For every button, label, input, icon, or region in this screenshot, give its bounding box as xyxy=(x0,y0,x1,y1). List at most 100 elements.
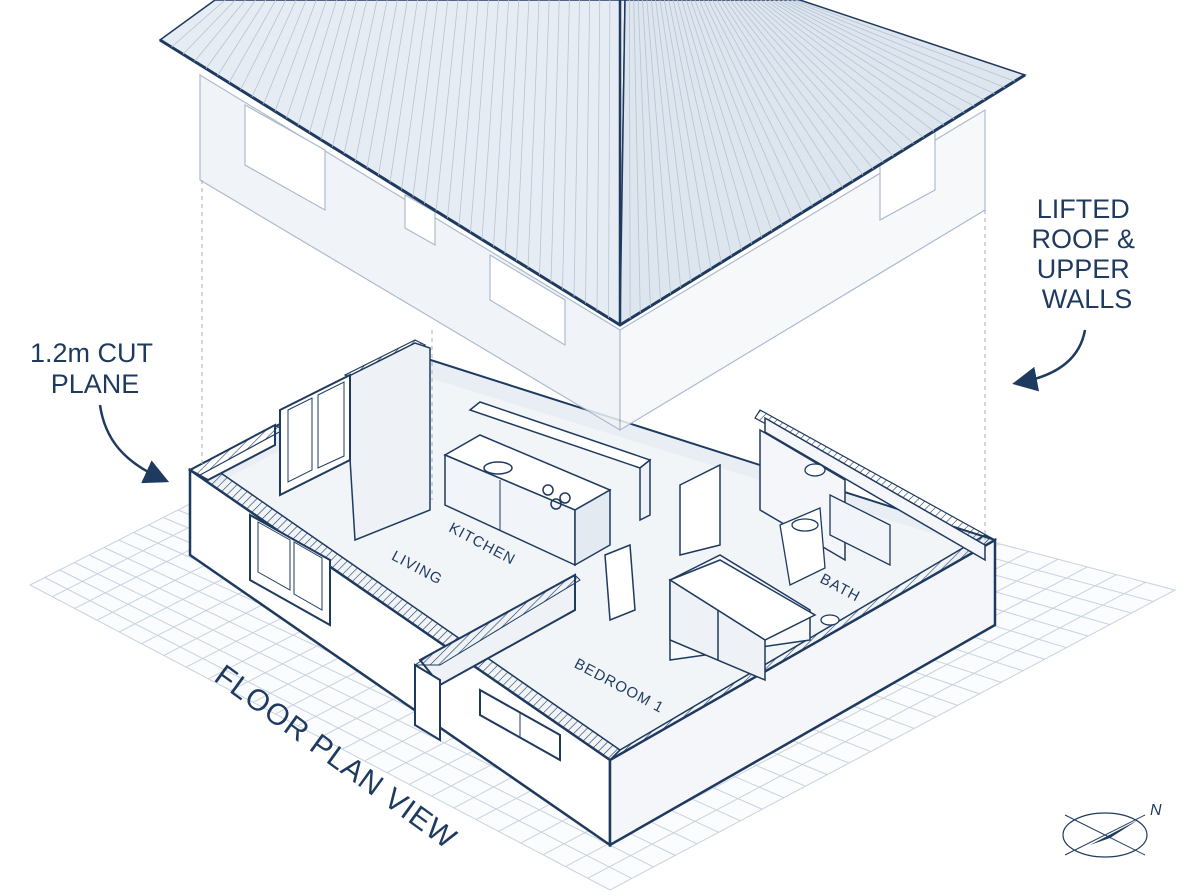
roof-rib xyxy=(681,0,753,244)
roof-rib xyxy=(738,0,884,163)
roof-rib xyxy=(470,0,489,233)
cut-plane-line-1: 1.2m CUT xyxy=(30,338,153,368)
roof-rib xyxy=(716,0,833,194)
roof-rib xyxy=(672,0,732,257)
roof-rib xyxy=(747,0,904,151)
roof-rib xyxy=(659,0,702,276)
roof-rib xyxy=(795,0,1016,82)
north-window xyxy=(279,373,351,497)
north-compass: N xyxy=(1062,802,1162,858)
roof-rib xyxy=(573,0,580,297)
roof-rib xyxy=(389,0,418,183)
upper-walls xyxy=(199,73,986,432)
roof-rib xyxy=(562,0,570,290)
roof-rib xyxy=(769,0,955,120)
lifted-roof-callout: LIFTED ROOF & UPPER WALLS xyxy=(1012,194,1142,392)
cut-plane-line-2: PLANE xyxy=(51,369,140,399)
roof-rib xyxy=(734,0,874,170)
roof xyxy=(158,0,1027,327)
roof-rib xyxy=(401,0,429,190)
roof-rib xyxy=(240,0,287,91)
roof-rib xyxy=(777,0,975,107)
roof-rib xyxy=(699,0,793,219)
roof-rib xyxy=(217,0,266,76)
roof-rib xyxy=(729,0,864,176)
bedroom-window xyxy=(479,688,561,762)
roof-rib xyxy=(786,0,995,95)
roof-rib xyxy=(608,0,611,318)
exterior-wall-north xyxy=(187,339,431,542)
roof-rib xyxy=(447,0,469,219)
grid-line xyxy=(587,581,1147,879)
lifted-roof-line-4: WALLS xyxy=(1042,284,1133,314)
lifted-roof-arrow xyxy=(1012,329,1087,392)
roof-rib xyxy=(309,0,348,133)
roof-rib xyxy=(596,0,601,311)
roof-rib xyxy=(628,0,631,319)
wardrobe xyxy=(668,559,817,682)
compass-north-label: N xyxy=(1150,802,1162,819)
roof-rib xyxy=(366,0,398,169)
roof-rib xyxy=(677,0,742,251)
kitchen-counter xyxy=(443,434,612,567)
roof-rib xyxy=(320,0,358,140)
roof-rib xyxy=(378,0,408,176)
roof-rib xyxy=(297,0,337,126)
lifted-roof-line-3: UPPER xyxy=(1037,254,1130,284)
roof-rib xyxy=(712,0,823,201)
roof-rib xyxy=(764,0,945,126)
roof-rib xyxy=(182,0,236,55)
roof-rib xyxy=(493,0,510,247)
roof-rib xyxy=(585,0,591,304)
roof-rib xyxy=(637,0,651,307)
roof-rib xyxy=(171,0,226,48)
svg-text:LIFTED ROOF & UPPE: LIFTED ROOF & UPPER WALLS xyxy=(1031,194,1142,314)
roof-rib xyxy=(751,0,914,145)
lifted-roof-line-1: LIFTED xyxy=(1037,194,1130,224)
roof-rib xyxy=(274,0,317,112)
svg-text:1.2m CUT PLANE: 1.2m CUT PLANE xyxy=(30,338,160,399)
roof-rib xyxy=(646,0,672,294)
exterior-wall-south xyxy=(608,534,997,848)
bath-fixtures xyxy=(779,463,891,626)
roof-rib xyxy=(343,0,378,155)
door-post xyxy=(604,543,636,622)
roof-rib xyxy=(550,0,560,283)
roof-rib xyxy=(355,0,388,162)
roof-rib xyxy=(481,0,499,240)
compass-needle-icon xyxy=(1090,820,1138,845)
roof-rib xyxy=(516,0,530,261)
living-window xyxy=(249,513,331,627)
cut-plane-callout: 1.2m CUT PLANE xyxy=(30,338,170,484)
roof-rib xyxy=(435,0,459,212)
roof-rib xyxy=(412,0,439,197)
roof-rib xyxy=(690,0,773,232)
roof-rib xyxy=(668,0,722,263)
projection-lines xyxy=(201,180,986,540)
roof-rib xyxy=(424,0,449,204)
roof-rib xyxy=(527,0,540,269)
roof-rib xyxy=(742,0,894,157)
roof-rib xyxy=(685,0,763,238)
roof-rib xyxy=(194,0,246,62)
roof-rib xyxy=(642,0,661,301)
roof-rib xyxy=(251,0,297,98)
roof-rib xyxy=(655,0,692,282)
roof-rib xyxy=(773,0,965,113)
cut-plane-arrow xyxy=(98,404,170,484)
bedroom-wall xyxy=(413,573,581,742)
roof-rib xyxy=(228,0,277,83)
roof-rib xyxy=(286,0,327,119)
roof-rib xyxy=(332,0,368,147)
roof-rib xyxy=(791,0,1005,88)
roof-rib xyxy=(458,0,479,226)
roof-rib xyxy=(782,0,985,101)
roof-rib xyxy=(707,0,813,207)
roof-rib xyxy=(263,0,307,105)
roof-rib xyxy=(539,0,550,276)
roof-rib xyxy=(703,0,803,213)
lifted-roof-line-2: ROOF & xyxy=(1031,224,1135,254)
roof-rib xyxy=(633,0,641,313)
exterior-wall-east xyxy=(754,409,997,562)
